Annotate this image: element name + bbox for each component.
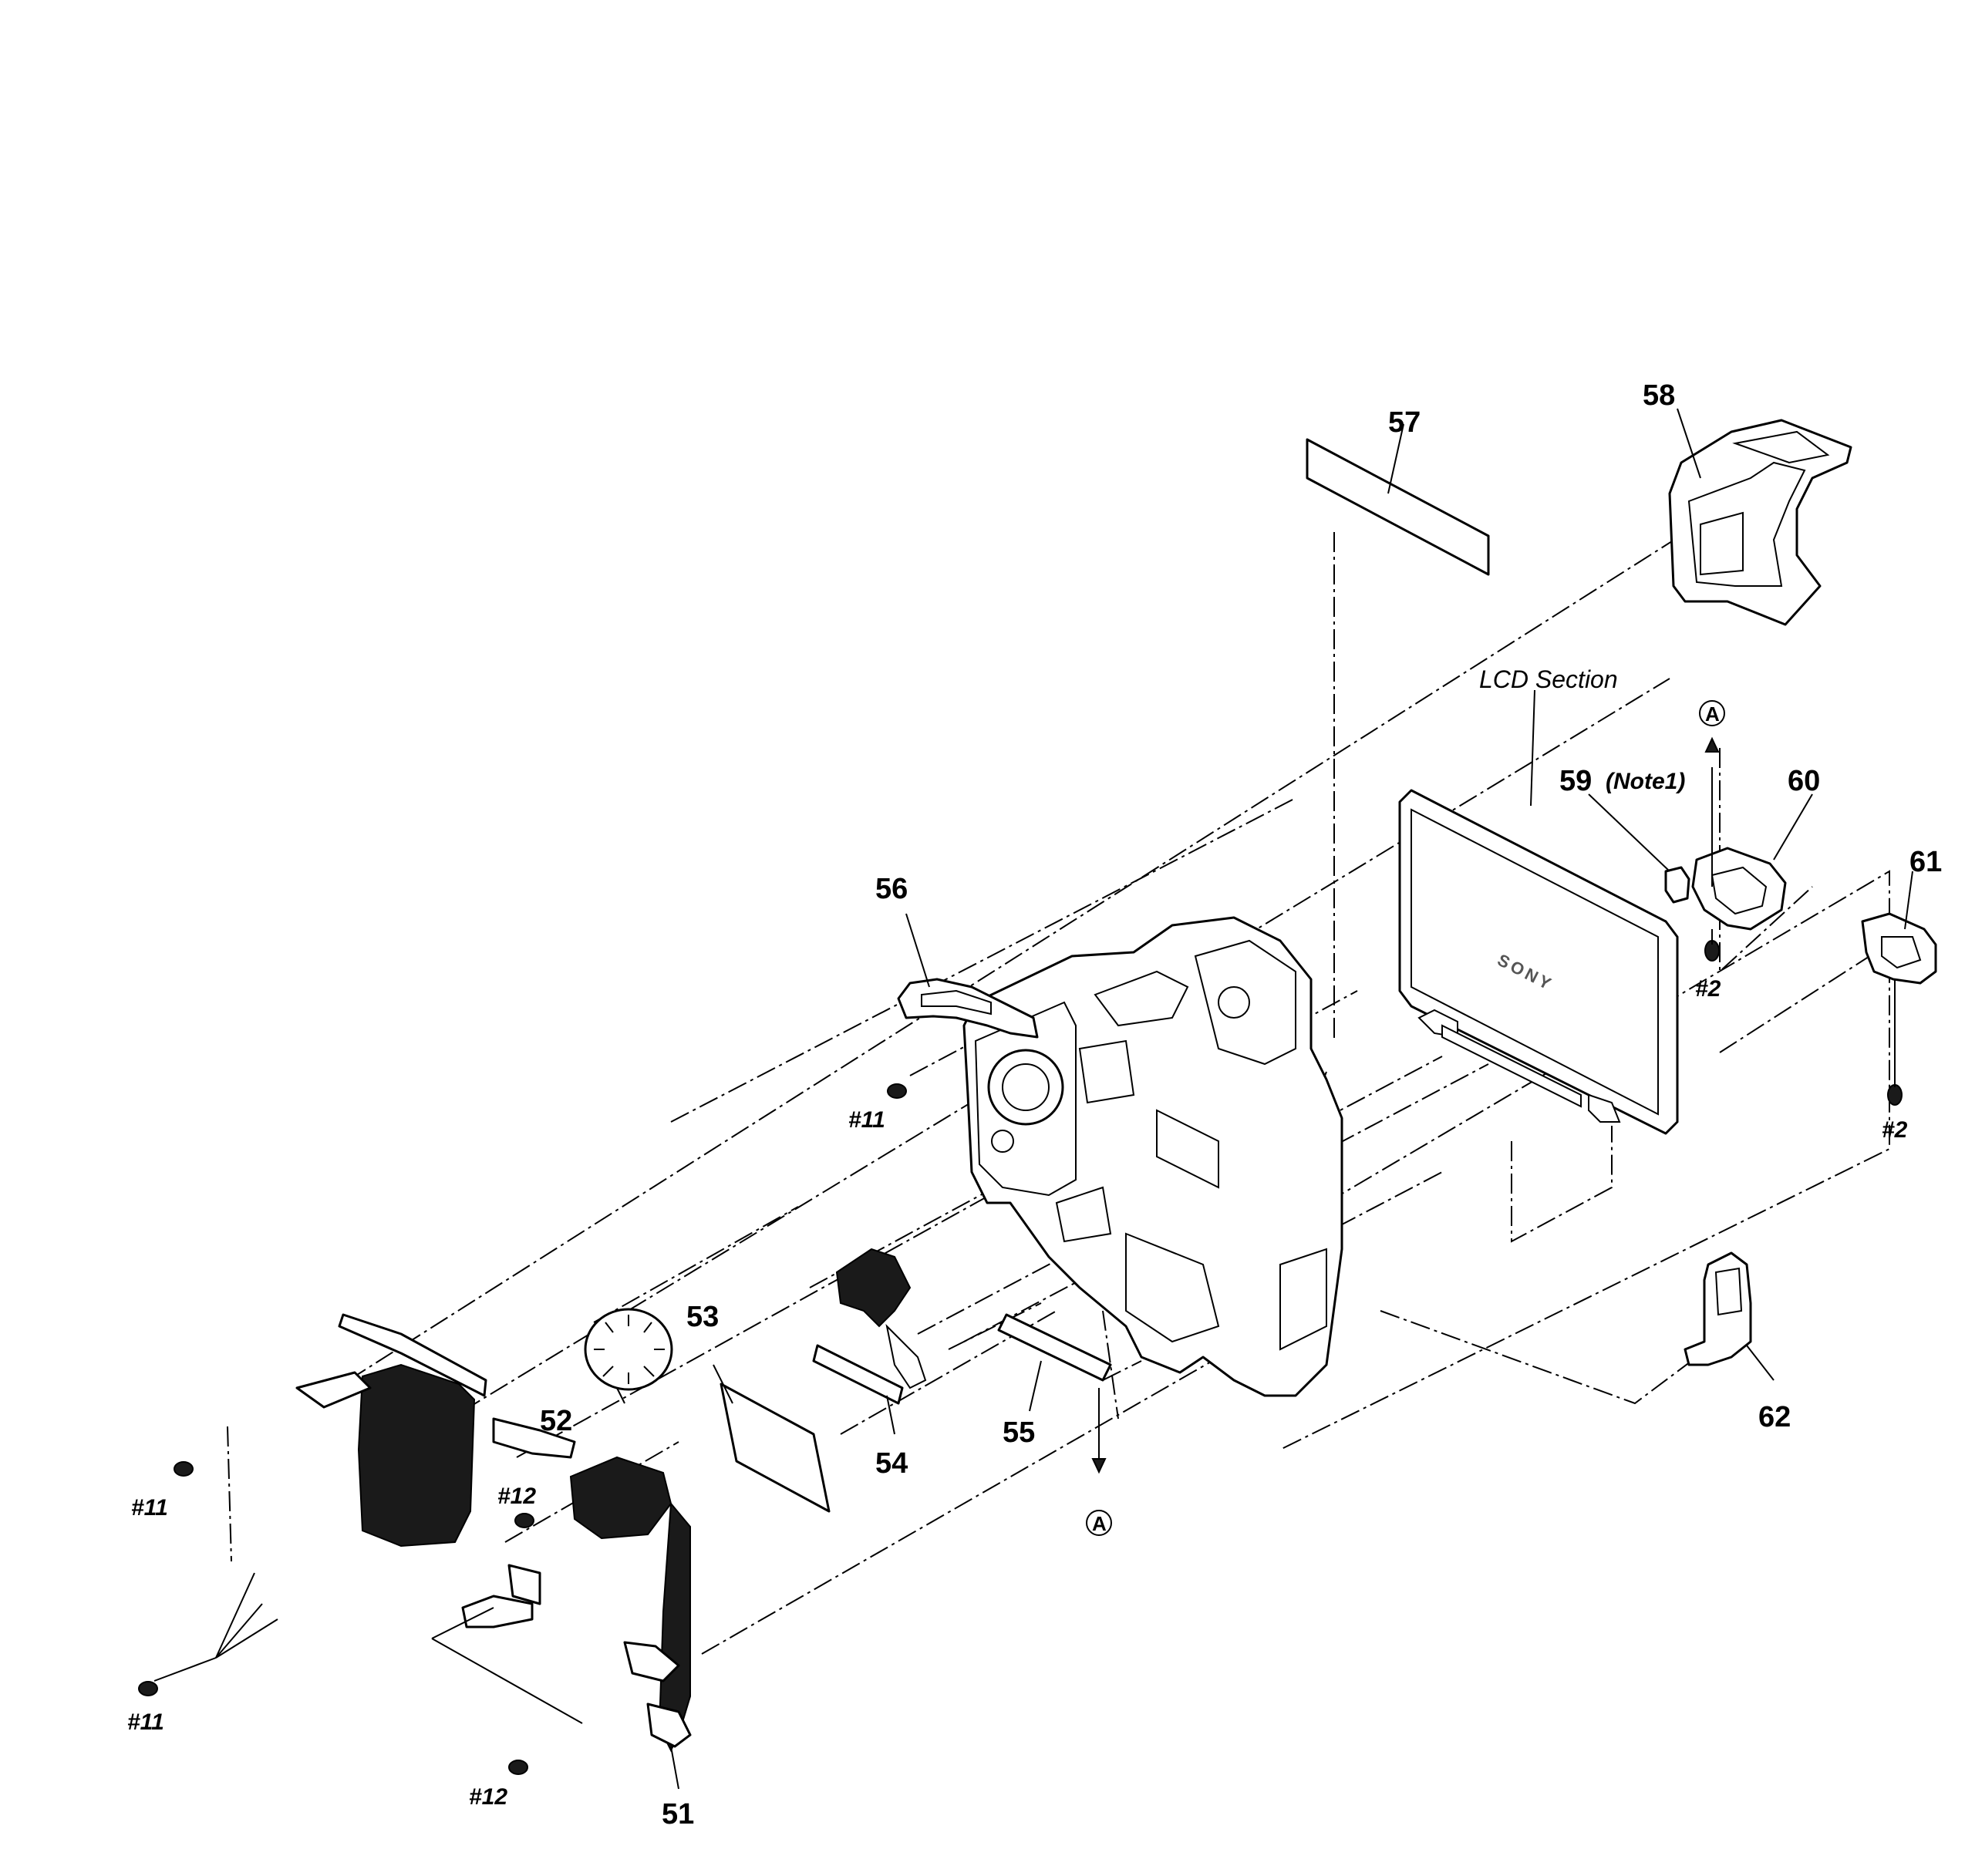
callout-55: 55 [1003,1416,1035,1449]
part-callouts: 51 52 53 54 55 56 57 58 59 60 61 62 [540,379,1942,1831]
part-52-disc [584,1308,673,1391]
screw-label-11-left: #11 [131,1495,168,1521]
callout-62: 62 [1758,1401,1791,1433]
part-58-grip-cover [1668,419,1852,626]
screw-label-12-upper: #12 [497,1484,536,1509]
ref-mark-a-bottom: A [1086,1510,1112,1536]
screw-label-11-lower: #11 [127,1709,164,1735]
screw-label-12-lower: #12 [469,1784,507,1810]
screw-label-11-upper: #11 [848,1107,885,1133]
lcd-section-panel: SONY [1398,789,1679,1135]
part-56-bracket [897,978,1039,1039]
screw-label-2-upper: #2 [1695,976,1721,1002]
flexible-circuit [835,1248,927,1389]
screws [138,940,1903,1775]
reference-arrows [1091,736,1720,1474]
screw-labels: #11 #11 #11 #12 #12 #2 #2 [127,976,1908,1810]
part-60-hinge-cover [1691,847,1787,931]
part-51-front-panel [295,1313,692,1753]
ref-mark-a-top-label: A [1705,702,1720,726]
callout-61: 61 [1909,846,1942,878]
part-53-plate [720,1383,831,1513]
part-55-strip [997,1313,1112,1382]
part-54-strip [812,1344,904,1405]
callout-54: 54 [875,1447,908,1480]
part-61-bracket [1861,912,1937,985]
callout-53: 53 [686,1301,719,1333]
part-57-sheet [1306,438,1490,576]
leader-lines [153,408,1913,1790]
note-1: (Note1) [1606,769,1685,794]
callout-58: 58 [1643,379,1675,412]
callout-60: 60 [1788,765,1820,797]
part-59-small-block [1664,866,1690,904]
ref-mark-a-top: A [1699,700,1725,726]
callout-56: 56 [875,873,908,905]
callout-57: 57 [1388,406,1421,439]
ref-mark-a-bottom-label: A [1092,1512,1107,1535]
part-62-side-cover [1684,1251,1752,1366]
callout-59: 59 [1559,765,1592,797]
callout-52: 52 [540,1405,572,1437]
main-body-frame [962,916,1343,1397]
screw-label-2-right: #2 [1882,1117,1908,1143]
lcd-section-label: LCD Section [1479,665,1618,693]
callout-51: 51 [662,1798,694,1831]
